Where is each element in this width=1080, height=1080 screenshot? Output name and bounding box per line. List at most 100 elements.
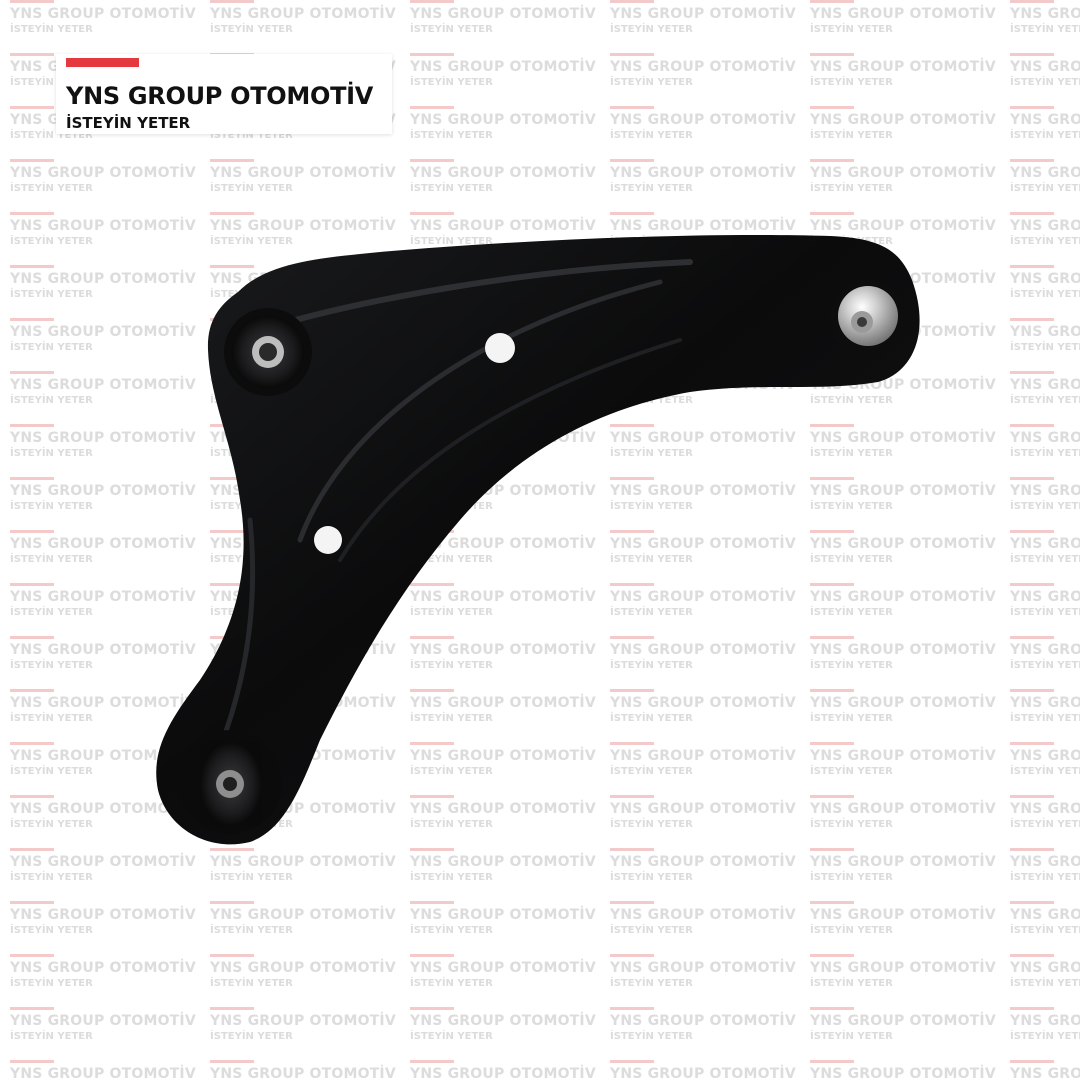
watermark-bar [410, 0, 454, 3]
watermark-subtext: İSTEYİN YETER [210, 130, 293, 141]
watermark-text: YNS GROUP OTOMOTİV [1010, 59, 1080, 75]
watermark-bar [610, 954, 654, 957]
watermark-bar [210, 954, 254, 957]
watermark-subtext: İSTEYİN YETER [210, 1031, 293, 1042]
watermark-text: YNS GROUP OTOMOTİV [1010, 218, 1080, 234]
watermark-text: YNS GROUP OTOMOTİV [610, 218, 796, 234]
watermark-bar [610, 583, 654, 586]
watermark-subtext: İSTEYİN YETER [10, 819, 93, 830]
watermark-bar [810, 1060, 854, 1063]
watermark-subtext: İSTEYİN YETER [10, 925, 93, 936]
watermark-text: YNS GROUP OTOMOTİV [810, 1066, 996, 1080]
watermark-text: YNS GROUP OTOMOTİV [610, 695, 796, 711]
watermark-subtext: İSTEYİN YETER [610, 819, 693, 830]
watermark-text: YNS GROUP OTOMOTİV [10, 271, 196, 287]
watermark-subtext: İSTEYİN YETER [410, 660, 493, 671]
watermark-subtext: İSTEYİN YETER [410, 819, 493, 830]
watermark-bar [410, 795, 454, 798]
watermark-bar [610, 1007, 654, 1010]
watermark-subtext: İSTEYİN YETER [410, 607, 493, 618]
watermark-subtext: İSTEYİN YETER [610, 24, 693, 35]
watermark-bar [410, 53, 454, 56]
watermark-bar [10, 318, 54, 321]
watermark-bar [810, 795, 854, 798]
watermark-bar [610, 689, 654, 692]
watermark-bar [1010, 1007, 1054, 1010]
watermark-bar [10, 689, 54, 692]
watermark-text: YNS GROUP OTOMOTİV [210, 907, 396, 923]
watermark-text: YNS GROUP OTOMOTİV [1010, 536, 1080, 552]
watermark-bar [10, 848, 54, 851]
watermark-text: YNS GROUP OTOMOTİV [10, 1066, 196, 1080]
watermark-bar [1010, 795, 1054, 798]
watermark-subtext: İSTEYİN YETER [810, 554, 893, 565]
watermark-bar [10, 636, 54, 639]
watermark-subtext: İSTEYİN YETER [610, 77, 693, 88]
watermark-bar [10, 477, 54, 480]
watermark-subtext: İSTEYİN YETER [610, 660, 693, 671]
watermark-subtext: İSTEYİN YETER [810, 766, 893, 777]
watermark-subtext: İSTEYİN YETER [810, 713, 893, 724]
watermark-text: YNS GROUP OTOMOTİV [1010, 165, 1080, 181]
watermark-subtext: İSTEYİN YETER [610, 872, 693, 883]
watermark-text: YNS GROUP OTOMOTİV [410, 960, 596, 976]
watermark-subtext: İSTEYİN YETER [810, 77, 893, 88]
watermark-text: YNS GROUP OTOMOTİV [1010, 1013, 1080, 1029]
watermark-text: YNS GROUP OTOMOTİV [1010, 112, 1080, 128]
watermark-subtext: İSTEYİN YETER [10, 607, 93, 618]
watermark-text: YNS GROUP OTOMOTİV [10, 695, 196, 711]
watermark-text: YNS GROUP OTOMOTİV [10, 377, 196, 393]
watermark-bar [1010, 265, 1054, 268]
watermark-bar [810, 901, 854, 904]
watermark-text: YNS GROUP OTOMOTİV [10, 907, 196, 923]
watermark-subtext: İSTEYİN YETER [410, 872, 493, 883]
watermark-bar [1010, 371, 1054, 374]
watermark-bar [10, 106, 54, 109]
brand-accent-bar [66, 58, 139, 67]
watermark-bar [210, 0, 254, 3]
watermark-text: YNS GROUP OTOMOTİV [410, 218, 596, 234]
watermark-text: YNS GROUP OTOMOTİV [610, 642, 796, 658]
watermark-text: YNS GROUP OTOMOTİV [410, 642, 596, 658]
watermark-subtext: İSTEYİN YETER [610, 978, 693, 989]
watermark-subtext: İSTEYİN YETER [1010, 130, 1080, 141]
watermark-bar [1010, 583, 1054, 586]
watermark-subtext: İSTEYİN YETER [1010, 607, 1080, 618]
watermark-bar [10, 795, 54, 798]
watermark-subtext: İSTEYİN YETER [610, 925, 693, 936]
watermark-bar [1010, 0, 1054, 3]
watermark-bar [810, 530, 854, 533]
watermark-bar [810, 583, 854, 586]
watermark-bar [810, 1007, 854, 1010]
watermark-bar [410, 1007, 454, 1010]
watermark-bar [410, 106, 454, 109]
watermark-bar [410, 212, 454, 215]
watermark-bar [410, 742, 454, 745]
watermark-subtext: İSTEYİN YETER [10, 1031, 93, 1042]
